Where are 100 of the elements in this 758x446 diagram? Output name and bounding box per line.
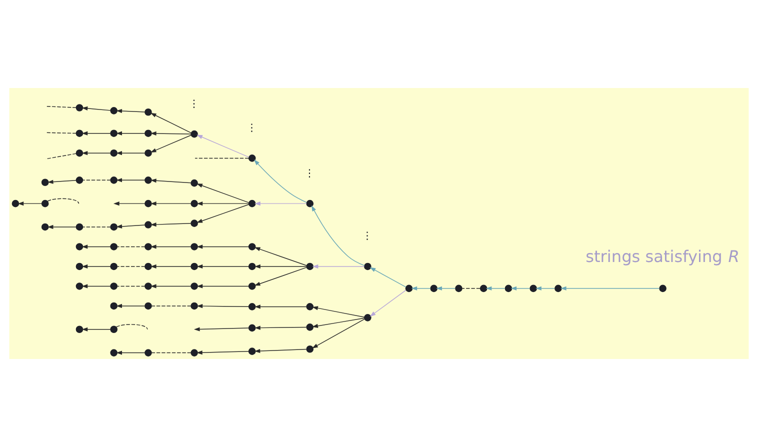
- arrow: [116, 224, 146, 228]
- node-circle: [144, 262, 152, 270]
- arrow: [312, 317, 365, 328]
- arrow: [18, 201, 42, 206]
- node-circle: [430, 284, 438, 292]
- node-circle: [76, 262, 84, 270]
- node-circle: [76, 104, 84, 111]
- arrow: [254, 348, 307, 353]
- arrow: [254, 264, 307, 268]
- arrow: [196, 350, 250, 354]
- arrow: [82, 244, 111, 248]
- node-circle: [190, 178, 198, 186]
- node-circle: [41, 199, 49, 207]
- node-circle: [248, 262, 256, 270]
- label: ⋮: [304, 166, 315, 179]
- node-circle: [306, 262, 314, 270]
- arrow: [116, 178, 146, 182]
- arrow: [411, 286, 431, 290]
- arrow: [370, 266, 406, 287]
- arrow: [254, 266, 307, 286]
- arrow: [510, 286, 530, 290]
- node-circle: [144, 176, 152, 184]
- arrow: [311, 204, 365, 266]
- node-circle: [554, 284, 562, 292]
- arrow: [47, 179, 77, 184]
- node-circle: [248, 242, 256, 250]
- connector: [45, 132, 77, 134]
- arrow: [150, 201, 192, 206]
- node-circle: [659, 284, 666, 292]
- node-circle: [144, 348, 152, 356]
- arrow: [254, 304, 307, 308]
- node-circle: [12, 199, 20, 207]
- arrow: [536, 286, 555, 290]
- arrow: [486, 286, 506, 290]
- arrow: [82, 284, 111, 288]
- arrow: [196, 204, 250, 222]
- node-circle: [144, 199, 152, 207]
- node-circle: [248, 347, 256, 354]
- arrow: [560, 286, 660, 290]
- node-circle: [76, 148, 84, 156]
- node-circle: [144, 220, 152, 228]
- node-circle: [110, 262, 118, 270]
- arrow: [82, 130, 111, 135]
- connector: [151, 305, 192, 306]
- label: ⋮: [246, 121, 257, 134]
- node-circle: [190, 242, 198, 250]
- connector: [45, 105, 77, 108]
- connector: [45, 152, 77, 159]
- node-circle: [110, 282, 118, 290]
- node-circle: [144, 282, 152, 290]
- arrow: [150, 264, 192, 268]
- connector: [116, 324, 148, 330]
- node-circle: [144, 148, 152, 156]
- arrow: [370, 289, 406, 316]
- arrow: [116, 350, 146, 354]
- node-circle: [110, 242, 118, 250]
- node-circle: [248, 199, 256, 207]
- connector: [82, 226, 111, 227]
- connector: [116, 246, 146, 247]
- arrow: [150, 130, 192, 136]
- arrow: [312, 264, 365, 268]
- node-circle: [76, 325, 84, 333]
- node-circle: [76, 129, 84, 136]
- node-circle: [144, 108, 152, 116]
- node-circle: [76, 176, 84, 184]
- arrow: [150, 222, 192, 226]
- node-circle: [110, 176, 118, 184]
- node-circle: [110, 129, 118, 136]
- arrow: [312, 318, 365, 348]
- arrow: [116, 130, 146, 135]
- node-circle: [76, 242, 84, 250]
- node-circle: [110, 325, 118, 333]
- arrow: [116, 303, 146, 308]
- arrow: [196, 183, 250, 202]
- arrow: [312, 306, 365, 317]
- node-circle: [110, 106, 118, 114]
- node-circle: [248, 154, 256, 162]
- node-circle: [110, 148, 118, 156]
- node-circle: [190, 302, 198, 310]
- node-circle: [306, 302, 314, 310]
- node-circle: [76, 222, 84, 230]
- node-circle: [364, 262, 372, 270]
- label: ⋮: [188, 97, 200, 110]
- arrow: [150, 112, 192, 133]
- arrow: [150, 284, 192, 288]
- arrow: [116, 150, 146, 155]
- arrow: [194, 326, 250, 331]
- connector: [151, 352, 192, 353]
- node-circle: [455, 284, 462, 292]
- node-circle: [306, 199, 314, 207]
- arrow: [113, 201, 146, 206]
- arrow: [254, 201, 307, 206]
- node-circle: [190, 199, 198, 207]
- node-circle: [306, 344, 314, 352]
- arrow: [196, 134, 250, 158]
- node-circle: [144, 129, 152, 136]
- node-circle: [190, 348, 198, 356]
- node-circle: [110, 302, 118, 310]
- label: strings satisfying R: [586, 246, 740, 266]
- node-circle: [405, 284, 413, 292]
